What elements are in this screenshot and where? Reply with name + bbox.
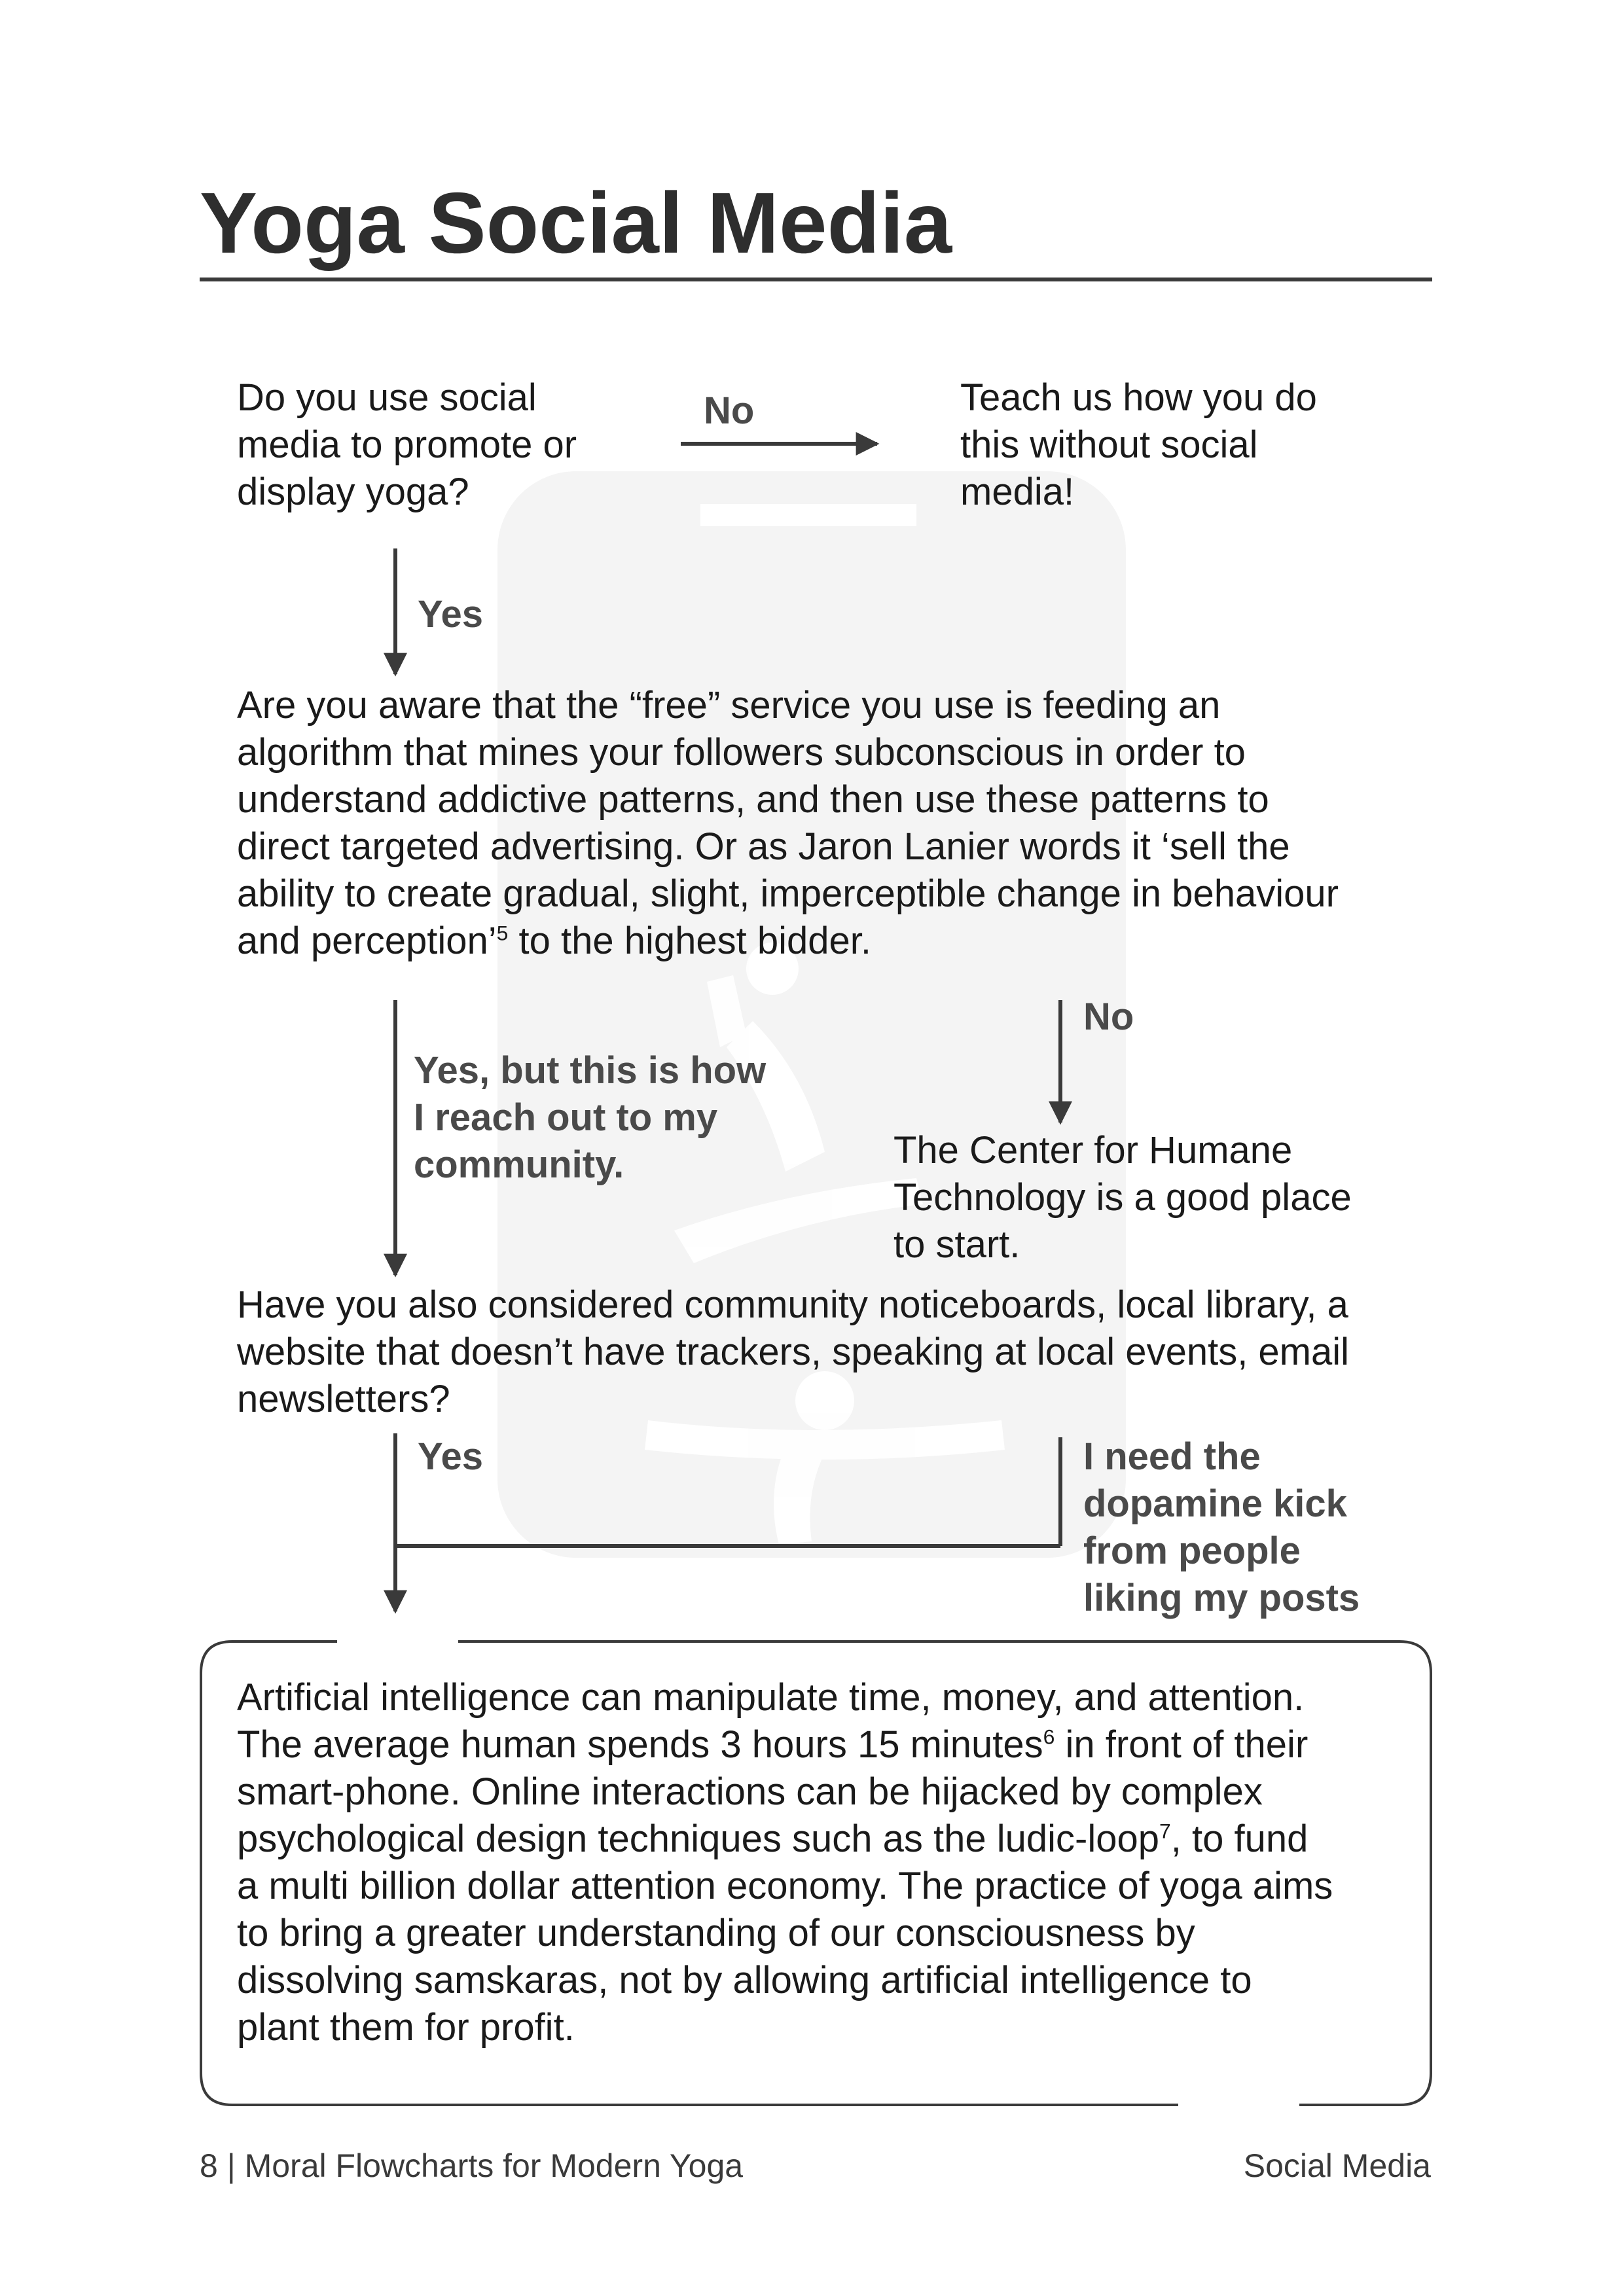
footnote-7: 7 [1159,1819,1171,1843]
answer-no-social-media: Teach us how you do this without social … [960,376,1317,513]
conclusion-part-1: Artificial intelligence can manipulate t… [237,1676,1305,1766]
footnote-6: 6 [1043,1725,1055,1749]
label-dopamine-kick: I need the dopamine kick from people lik… [1083,1435,1360,1619]
footer-left: 8 | Moral Flowcharts for Modern Yoga [200,2147,744,2184]
title-underline [200,278,1432,281]
question-uses-social-media: Do you use social media to promote or di… [237,376,577,513]
question-aware-algorithm-tail: to the highest bidder. [508,920,872,962]
label-no: No [1083,996,1134,1038]
conclusion-part-3: , to fund a multi billion dollar attenti… [237,1818,1333,2049]
label-yes: Yes [418,1435,483,1478]
label-yes-reach-community: Yes, but this is how I reach out to my c… [414,1049,767,1186]
footnote-5: 5 [496,921,509,945]
question-aware-algorithm-text: Are you aware that the “free” service yo… [237,684,1339,962]
question-aware-algorithm: Are you aware that the “free” service yo… [237,682,1454,965]
answer-center-humane-technology: The Center for Humane Technology is a go… [893,1129,1352,1266]
label-no: No [704,389,755,432]
info-box-frame [200,1640,1432,2106]
conclusion-part-2: in front of their smart-phone. Online in… [237,1723,1308,1860]
page-title: Yoga Social Media [200,175,952,271]
label-yes: Yes [418,593,483,636]
phone-speaker-watermark [700,504,916,526]
footer-right: Social Media [1243,2147,1431,2184]
conclusion-text: Artificial intelligence can manipulate t… [237,1674,1415,2051]
question-considered-alternatives: Have you also considered community notic… [237,1283,1350,1420]
